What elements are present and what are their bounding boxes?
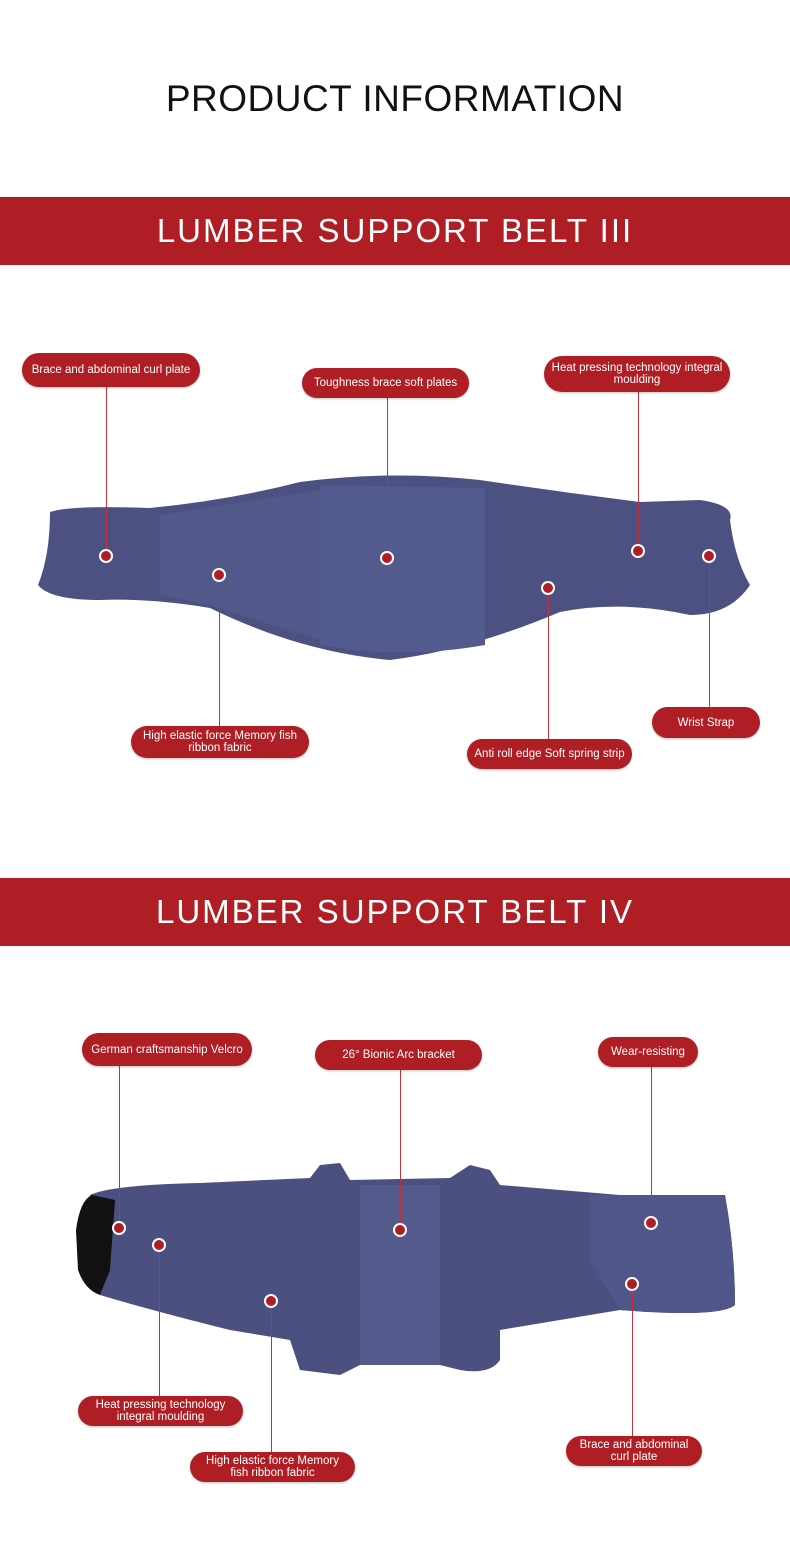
callout-label: Anti roll edge Soft spring strip (467, 739, 632, 769)
hotspot-dot[interactable] (644, 1216, 658, 1230)
callout-label: Wrist Strap (652, 707, 760, 738)
section-banner-belt-iii: LUMBER SUPPORT BELT III (0, 197, 790, 265)
callout-line (632, 1284, 633, 1436)
hotspot-dot[interactable] (702, 549, 716, 563)
callout-line (400, 1070, 401, 1230)
page-title: PRODUCT INFORMATION (165, 78, 625, 119)
callout-label: 26° Bionic Arc bracket (315, 1040, 482, 1070)
callout-line (106, 387, 107, 556)
callout-line (271, 1301, 272, 1452)
hotspot-dot[interactable] (380, 551, 394, 565)
callout-label: Heat pressing technology integral mouldi… (78, 1396, 243, 1426)
callout-label: High elastic force Memory fish ribbon fa… (190, 1452, 355, 1482)
callout-label: Brace and abdominal curl plate (566, 1436, 702, 1466)
belt-iii-image (38, 475, 750, 660)
callout-line (651, 1067, 652, 1223)
callout-label: Heat pressing technology integral mouldi… (544, 356, 730, 392)
hotspot-dot[interactable] (541, 581, 555, 595)
callout-line (159, 1245, 160, 1396)
callout-label: Toughness brace soft plates (302, 368, 469, 398)
callout-label: Wear-resisting (598, 1037, 698, 1067)
hotspot-dot[interactable] (152, 1238, 166, 1252)
hotspot-dot[interactable] (212, 568, 226, 582)
callout-line (548, 588, 549, 739)
hotspot-dot[interactable] (112, 1221, 126, 1235)
callout-line (119, 1066, 120, 1228)
hotspot-dot[interactable] (393, 1223, 407, 1237)
callout-line (638, 392, 639, 551)
hotspot-dot[interactable] (631, 544, 645, 558)
callout-line (387, 398, 388, 558)
callout-label: German craftsmanship Velcro (82, 1033, 252, 1066)
callout-line (219, 575, 220, 726)
section-banner-belt-iv: LUMBER SUPPORT BELT IV (0, 878, 790, 946)
hotspot-dot[interactable] (264, 1294, 278, 1308)
hotspot-dot[interactable] (99, 549, 113, 563)
callout-label: Brace and abdominal curl plate (22, 353, 200, 387)
callout-line (709, 556, 710, 707)
callout-label: High elastic force Memory fish ribbon fa… (131, 726, 309, 758)
hotspot-dot[interactable] (625, 1277, 639, 1291)
